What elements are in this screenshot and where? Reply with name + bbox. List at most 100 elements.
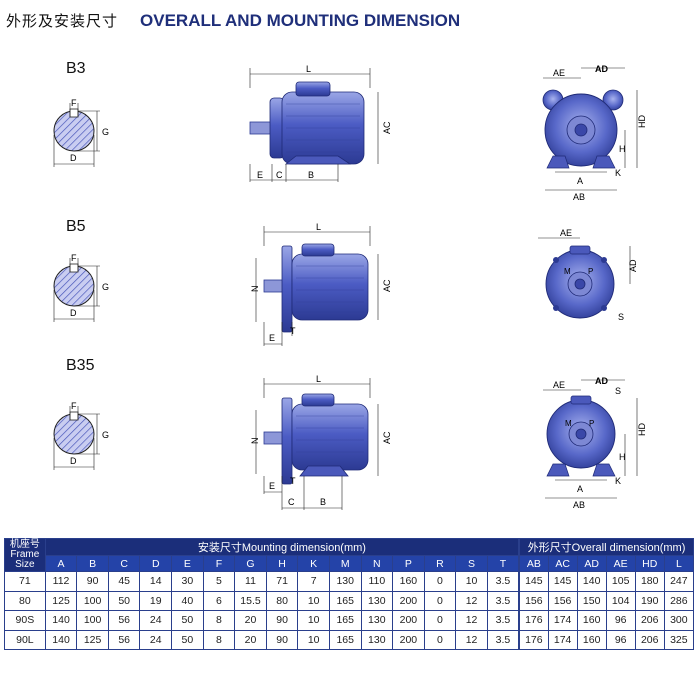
column-header-a: A — [44, 555, 78, 572]
svg-text:P: P — [589, 419, 594, 428]
table-cell: 11 — [234, 571, 267, 592]
table-cell: 50 — [171, 610, 204, 631]
svg-text:P: P — [588, 267, 593, 276]
table-cell: 8 — [202, 629, 236, 650]
table-cell: 145 — [547, 571, 578, 592]
table-cell: 165 — [328, 629, 362, 650]
table-cell: 156 — [547, 590, 578, 611]
table-cell: 12 — [455, 590, 488, 611]
table-cell: 174 — [547, 629, 578, 650]
svg-text:N: N — [250, 438, 260, 445]
overall-dimension-header: 外形尺寸Overall dimension(mm) — [518, 538, 695, 556]
svg-text:HD: HD — [637, 115, 647, 128]
table-cell: 50 — [107, 590, 141, 611]
column-header-ad: AD — [576, 555, 607, 572]
svg-text:C: C — [288, 497, 295, 507]
svg-text:E: E — [269, 481, 275, 491]
column-header-l: L — [663, 555, 695, 572]
table-cell: 160 — [576, 610, 607, 631]
frame-size-cell: 71 — [4, 571, 46, 592]
svg-text:B: B — [320, 497, 326, 507]
svg-text:H: H — [619, 144, 626, 154]
shaft-section-b35: F G D — [42, 398, 132, 483]
svg-text:D: D — [70, 308, 77, 318]
column-header-c: C — [107, 555, 141, 572]
mounting-label-b5: B5 — [66, 218, 86, 235]
table-cell: 90 — [265, 610, 299, 631]
svg-text:K: K — [615, 476, 621, 486]
shaft-section-b3: F G D — [42, 95, 132, 180]
table-cell: 200 — [392, 629, 425, 650]
column-header-hd: HD — [634, 555, 665, 572]
svg-text:AC: AC — [382, 431, 392, 444]
svg-text:G: G — [102, 430, 109, 440]
table-cell: 6 — [202, 590, 236, 611]
table-cell: 10 — [455, 571, 488, 592]
table-cell: 160 — [576, 629, 607, 650]
table-cell: 90 — [265, 629, 299, 650]
frame-size-cell: 80 — [4, 590, 46, 611]
svg-text:HD: HD — [637, 423, 647, 436]
table-cell: 24 — [139, 610, 173, 631]
svg-text:AB: AB — [573, 192, 585, 202]
column-header-f: F — [202, 555, 236, 572]
frame-size-cell: 90L — [4, 629, 46, 650]
dim-label-d: D — [70, 153, 77, 163]
svg-text:K: K — [615, 168, 621, 178]
svg-text:T: T — [290, 476, 296, 486]
table-cell: 3.5 — [486, 571, 520, 592]
svg-text:AB: AB — [573, 500, 585, 510]
title-english: OVERALL AND MOUNTING DIMENSION — [140, 11, 461, 30]
mounting-label-b35: B35 — [66, 357, 95, 374]
svg-text:L: L — [316, 374, 321, 384]
svg-text:AD: AD — [595, 376, 608, 386]
table-cell: 0 — [423, 610, 457, 631]
table-cell: 3.5 — [486, 610, 520, 631]
side-view-b35: L N AC E T C B — [240, 370, 400, 520]
table-cell: 10 — [297, 610, 330, 631]
table-cell: 80 — [265, 590, 299, 611]
table-cell: 176 — [518, 610, 549, 631]
table-cell: 100 — [76, 610, 109, 631]
svg-text:E: E — [257, 170, 263, 180]
svg-text:S: S — [618, 312, 624, 322]
side-view-b3: L AC E C B — [240, 60, 400, 195]
table-cell: 30 — [171, 571, 204, 592]
svg-text:AC: AC — [382, 121, 392, 134]
column-header-ae: AE — [605, 555, 636, 572]
svg-text:L: L — [306, 64, 311, 74]
table-cell: 247 — [663, 571, 695, 592]
table-cell: 0 — [423, 629, 457, 650]
svg-text:C: C — [276, 170, 283, 180]
side-view-b5: L N AC E T — [240, 218, 400, 353]
column-header-k: K — [297, 555, 330, 572]
column-header-g: G — [234, 555, 267, 572]
svg-text:S: S — [615, 386, 621, 396]
svg-text:N: N — [250, 286, 260, 293]
dimension-table-grid: 机座号 Frame Size 安装尺寸Mounting dimension(mm… — [4, 538, 695, 650]
svg-text:M: M — [565, 419, 572, 428]
table-cell: 0 — [423, 571, 457, 592]
dim-label-f: F — [71, 98, 77, 108]
svg-text:F: F — [71, 253, 77, 263]
table-cell: 0 — [423, 590, 457, 611]
svg-text:T: T — [290, 326, 296, 336]
column-header-m: M — [328, 555, 362, 572]
mounting-dimension-header: 安装尺寸Mounting dimension(mm) — [44, 538, 520, 556]
column-header-b: B — [76, 555, 109, 572]
table-cell: 160 — [392, 571, 425, 592]
table-cell: 150 — [576, 590, 607, 611]
table-cell: 12 — [455, 629, 488, 650]
table-cell: 206 — [634, 629, 665, 650]
table-cell: 130 — [328, 571, 362, 592]
frame-size-header: 机座号 Frame Size — [4, 538, 46, 572]
svg-text:H: H — [619, 452, 626, 462]
dim-label-g: G — [102, 127, 109, 137]
table-cell: 286 — [663, 590, 695, 611]
column-header-n: N — [360, 555, 394, 572]
table-cell: 20 — [234, 610, 267, 631]
